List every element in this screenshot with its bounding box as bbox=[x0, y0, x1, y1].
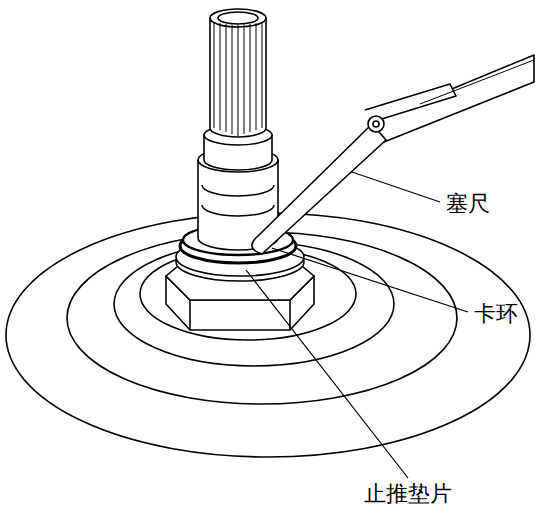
part-label: 卡环 bbox=[472, 302, 520, 326]
leader-line bbox=[246, 172, 468, 478]
part-label: 止推垫片 bbox=[362, 482, 454, 506]
spline-tooth bbox=[262, 23, 263, 128]
spline-tooth bbox=[232, 24, 233, 134]
spline-tooth bbox=[214, 23, 215, 128]
spline-tooth bbox=[220, 23, 221, 130]
feeler-gauge bbox=[252, 55, 534, 254]
spline-tooth bbox=[226, 24, 227, 132]
housing-base bbox=[6, 213, 530, 457]
spline-tooth bbox=[256, 23, 257, 130]
spline-teeth bbox=[214, 23, 262, 136]
spline-tooth bbox=[250, 24, 251, 132]
part-label: 塞尺 bbox=[444, 192, 492, 216]
splined-shaft bbox=[210, 9, 266, 137]
spline-tooth bbox=[244, 24, 245, 134]
spline-tooth bbox=[238, 25, 239, 136]
